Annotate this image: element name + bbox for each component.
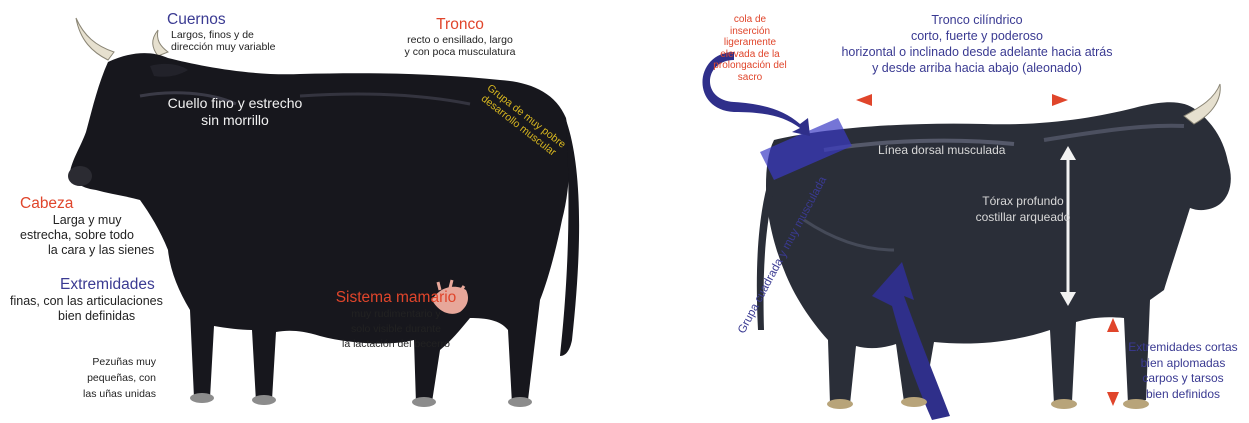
cow-hoof [252,395,276,405]
cow-cabeza-label: Cabeza Larga y muy estrecha, sobre todo … [20,195,154,258]
extremidades-arrow-up [1107,318,1119,332]
extremidades-title: Extremidades [60,276,163,294]
cow-horn-left [76,18,114,60]
cow-horn-right [153,30,168,56]
pezunas-line-1: Pezuñas muy [56,354,156,370]
bull-cola-label: cola de inserción ligeramente elevada de… [710,14,790,83]
cuello-line-2: sin morrillo [160,112,310,129]
bull-horn [1184,84,1220,124]
cow-cuernos-label: Cuernos Largos, finos y de dirección muy… [167,11,275,53]
bull-extremidades-line-3: carpos y tarsos [1120,371,1246,387]
bull-linea-dorsal-label: Línea dorsal musculada [878,143,1005,158]
tronco-title: Tronco [380,16,540,34]
cow-pezunas-label: Pezuñas muy pequeñas, con las uñas unida… [56,354,156,402]
cow-diagram: Cuernos Largos, finos y de dirección muy… [0,0,600,423]
tronco-arrow-left [856,94,872,106]
cola-line-5: prolongación del [710,60,790,72]
cuernos-title: Cuernos [167,11,275,29]
cabeza-desc-3: la cara y las sienes [48,243,154,258]
extremidades-arrow-down [1107,392,1119,406]
mamario-title: Sistema mamario [326,289,466,307]
cabeza-desc-2: estrecha, sobre todo [20,228,154,243]
cola-line-6: sacro [710,72,790,84]
mamario-desc-1: muy rudimentario y [326,307,466,322]
bull-hoof [827,399,853,409]
tronco-arrow-right [1052,94,1068,106]
bull-extremidades-line-4: bien definidos [1120,387,1246,403]
cow-cuello-label: Cuello fino y estrecho sin morrillo [160,95,310,129]
torax-line-2: costillar arqueado [958,209,1088,225]
cola-line-3: ligeramente [710,37,790,49]
cabeza-desc-1: Larga y muy [20,213,154,228]
cow-mamario-label: Sistema mamario muy rudimentario y solo … [326,289,466,352]
cola-line-1: cola de [710,14,790,26]
pezunas-line-3: las uñas unidas [56,386,156,402]
bull-tronco-line-3: horizontal o inclinado desde adelante ha… [812,44,1142,60]
bull-diagram: cola de inserción ligeramente elevada de… [624,0,1249,423]
extremidades-desc-2: bien definidas [58,309,163,324]
bull-extremidades-line-1: Extremidades cortas [1120,340,1246,356]
bull-hoof [901,397,927,407]
bull-hoof [1051,399,1077,409]
bull-torax-label: Tórax profundo costillar arqueado [958,193,1088,225]
cow-extremidades-label: Extremidades finas, con las articulacion… [10,276,163,324]
cow-hoof [508,397,532,407]
cuernos-desc-2: dirección muy variable [171,41,275,53]
tronco-desc-1: recto o ensillado, largo [380,34,540,46]
cuernos-desc-1: Largos, finos y de [171,29,275,41]
bull-tronco-label: Tronco cilíndrico corto, fuerte y podero… [812,12,1142,76]
cow-tronco-label: Tronco recto o ensillado, largo y con po… [380,16,540,58]
cola-line-2: inserción [710,26,790,38]
bull-tronco-line-1: Tronco cilíndrico [812,12,1142,28]
tronco-desc-2: y con poca musculatura [380,46,540,58]
cabeza-title: Cabeza [20,195,154,213]
cola-line-4: elevada de la [710,49,790,61]
pezunas-line-2: pequeñas, con [56,370,156,386]
extremidades-desc-1: finas, con las articulaciones [10,294,163,309]
mamario-desc-2: solo visible durante [326,322,466,337]
cow-muzzle [68,166,92,186]
bull-tronco-line-4: y desde arriba hacia abajo (aleonado) [812,60,1142,76]
cuello-line-1: Cuello fino y estrecho [160,95,310,112]
torax-line-1: Tórax profundo [958,193,1088,209]
cow-hoof [412,397,436,407]
bull-extremidades-label: Extremidades cortas bien aplomadas carpo… [1120,340,1246,402]
cow-hoof [190,393,214,403]
mamario-desc-3: la lactación del becerro [326,337,466,352]
bull-extremidades-line-2: bien aplomadas [1120,356,1246,372]
bull-tronco-line-2: corto, fuerte y poderoso [812,28,1142,44]
